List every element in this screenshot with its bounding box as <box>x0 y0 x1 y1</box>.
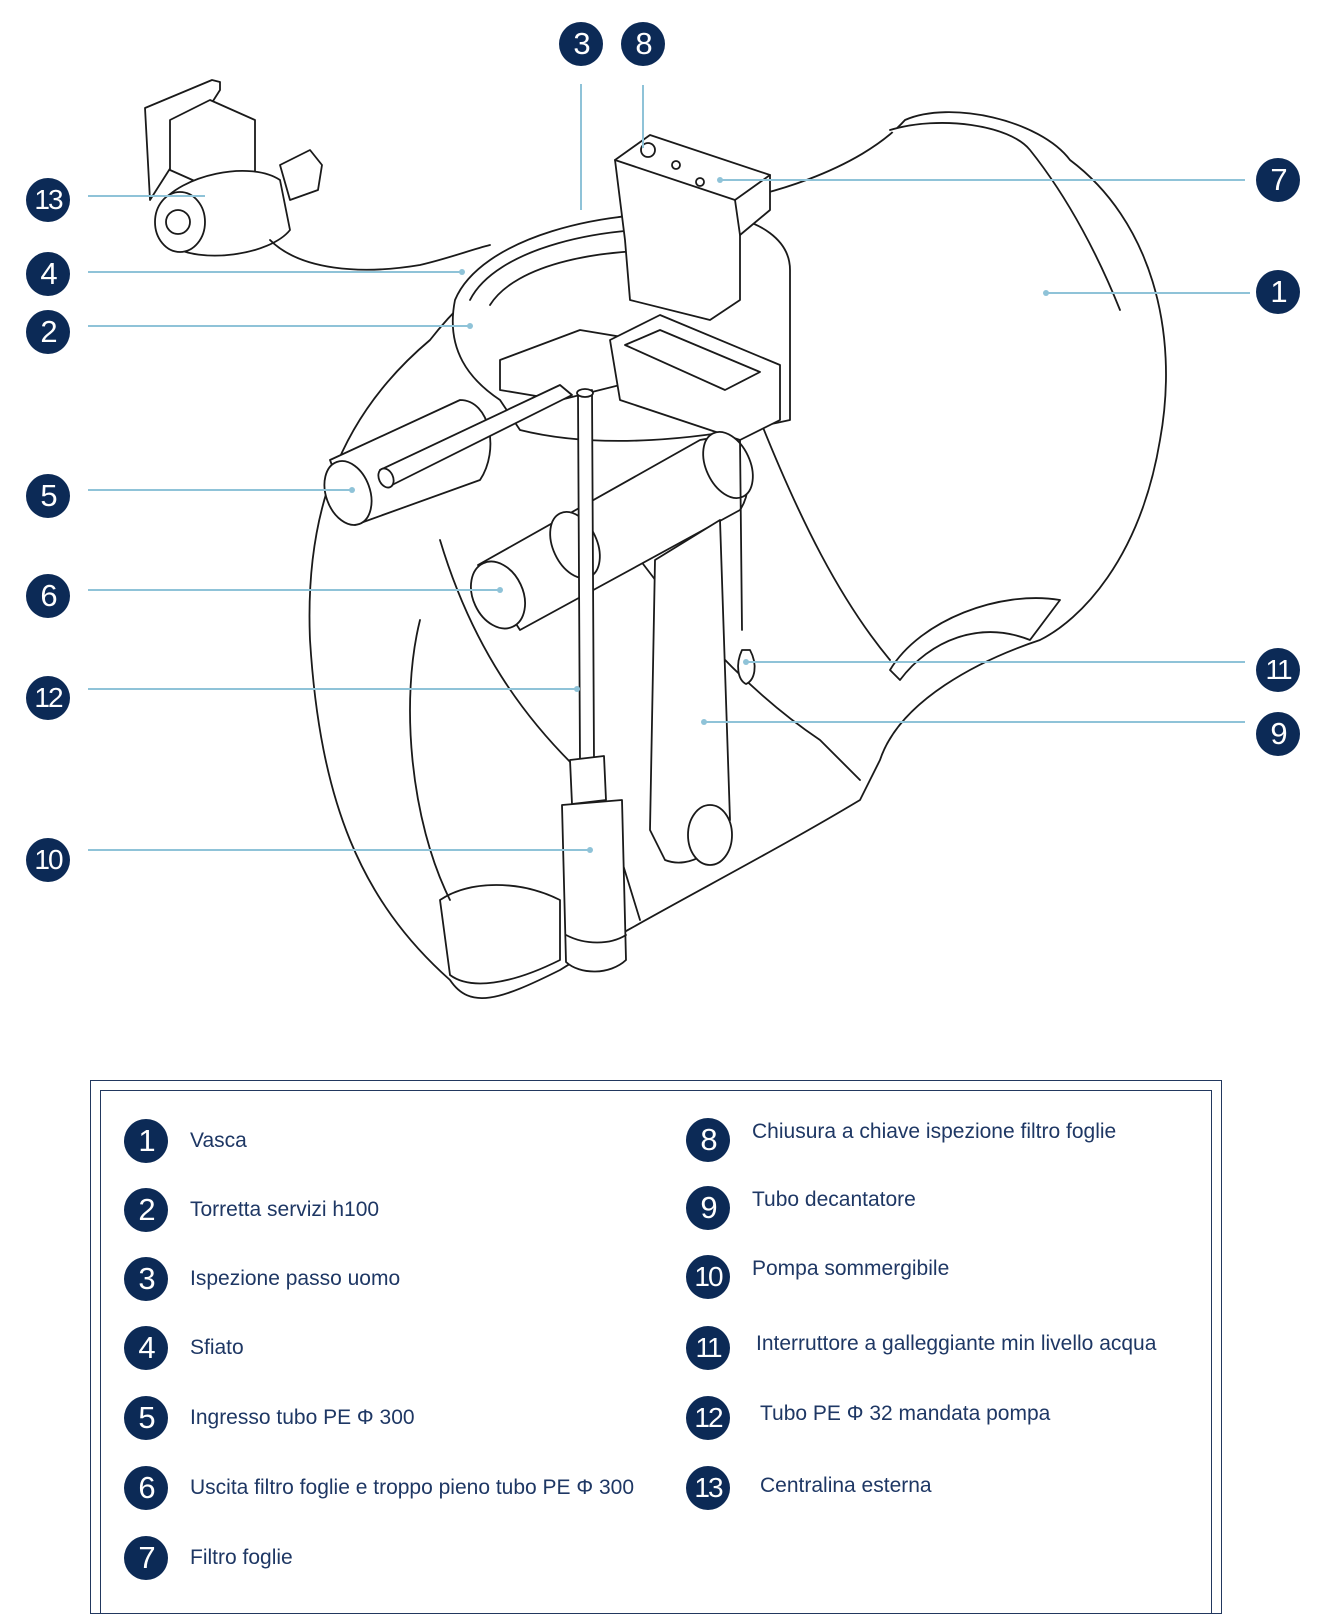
callout-badge-1: 1 <box>1256 270 1300 314</box>
legend-badge: 1 <box>124 1119 168 1163</box>
legend-badge: 7 <box>124 1536 168 1580</box>
legend-badge: 5 <box>124 1396 168 1440</box>
callout-badge-5: 5 <box>26 474 70 518</box>
tank-lobe-right <box>889 122 1121 311</box>
pump-body <box>561 799 627 973</box>
pump-band <box>565 934 627 944</box>
legend-badge: 8 <box>686 1118 730 1162</box>
legend-label: Sfiato <box>190 1336 244 1359</box>
control-motor-knob <box>165 209 191 235</box>
legend-label: Interruttore a galleggiante min livello … <box>756 1332 1157 1355</box>
tank-rib <box>759 419 891 661</box>
inspection-box-inner <box>624 329 761 391</box>
leader-dot-7 <box>717 177 723 183</box>
tank-rib <box>409 619 451 901</box>
filter-hole <box>671 160 681 170</box>
tank-diagram <box>88 79 1250 1000</box>
legend-label: Torretta servizi h100 <box>190 1198 380 1221</box>
leader-dot-9 <box>701 719 707 725</box>
leader-dot-4 <box>459 269 465 275</box>
callout-badge-11: 11 <box>1256 648 1300 692</box>
callout-badge-9: 9 <box>1256 712 1300 756</box>
legend-badge: 9 <box>686 1186 730 1230</box>
callout-badge-7: 7 <box>1256 158 1300 202</box>
callout-badge-6: 6 <box>26 574 70 618</box>
legend-label: Ispezione passo uomo <box>190 1267 401 1290</box>
legend-badge: 10 <box>686 1255 730 1299</box>
tank-lobe-left <box>439 884 561 985</box>
key-lock <box>640 142 656 158</box>
legend-label: Vasca <box>190 1129 247 1152</box>
decanter-tube-foot <box>687 804 733 866</box>
delivery-pipe-top <box>576 388 594 398</box>
inspection-box <box>609 314 781 441</box>
callout-badge-8: 8 <box>621 22 665 66</box>
callout-badge-10: 10 <box>26 838 70 882</box>
callout-badge-13: 13 <box>26 178 70 222</box>
outlet-pipe-end <box>470 560 526 630</box>
legend-badge: 11 <box>686 1326 730 1370</box>
delivery-pipe <box>577 389 595 763</box>
control-valve <box>279 149 323 201</box>
legend-badge: 13 <box>686 1466 730 1510</box>
leader-dot-5 <box>349 487 355 493</box>
leaf-filter-box <box>614 134 771 321</box>
callout-badge-12: 12 <box>26 676 70 720</box>
callout-badge-4: 4 <box>26 252 70 296</box>
legend-badge: 4 <box>124 1326 168 1370</box>
inlet-pipe-end <box>323 460 373 526</box>
control-cable <box>269 239 491 271</box>
float-cord <box>739 439 743 631</box>
leader-dot-2 <box>467 323 473 329</box>
float-switch <box>737 649 756 685</box>
callout-badge-3: 3 <box>559 22 603 66</box>
legend-badge: 2 <box>124 1188 168 1232</box>
legend-label: Centralina esterna <box>760 1474 932 1497</box>
vent-pipe-end <box>377 467 395 489</box>
legend-label: Pompa sommergibile <box>752 1257 950 1280</box>
leader-dot-10 <box>587 847 593 853</box>
legend-label: Uscita filtro foglie e troppo pieno tubo… <box>190 1476 635 1499</box>
legend-label: Tubo decantatore <box>752 1188 916 1211</box>
legend-label: Tubo PE Φ 32 mandata pompa <box>760 1402 1051 1425</box>
pump-fitting <box>569 755 607 805</box>
legend-label: Filtro foglie <box>190 1546 293 1569</box>
leader-dot-1 <box>1043 290 1049 296</box>
legend-badge: 12 <box>686 1396 730 1440</box>
leaf-filter-edge <box>734 199 741 236</box>
legend-panel <box>100 1090 1212 1614</box>
legend-badge: 6 <box>124 1466 168 1510</box>
legend-badge: 3 <box>124 1257 168 1301</box>
legend-label: Ingresso tubo PE Φ 300 <box>190 1406 415 1429</box>
leader-dot-12 <box>574 686 580 692</box>
legend-label: Chiusura a chiave ispezione filtro fogli… <box>752 1120 1117 1143</box>
tank-lobe-right-inner <box>889 597 1061 681</box>
filter-hole <box>695 177 705 187</box>
leader-dot-6 <box>497 587 503 593</box>
leader-dot-11 <box>743 659 749 665</box>
callout-badge-2: 2 <box>26 310 70 354</box>
